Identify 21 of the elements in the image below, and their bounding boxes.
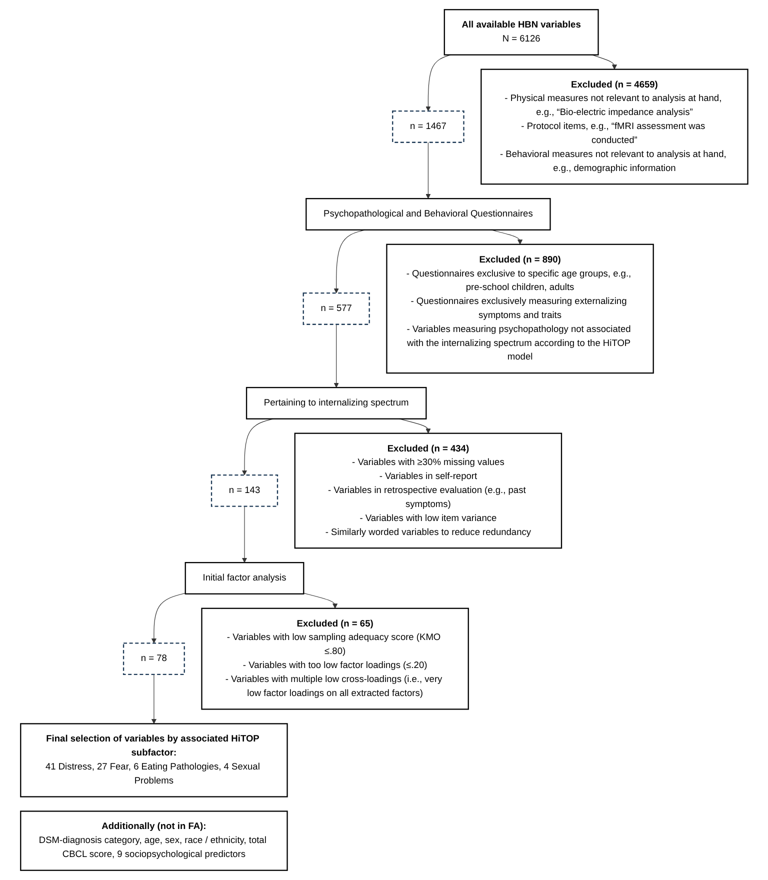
node-box: n = 1467 <box>392 110 464 143</box>
node-box: Excluded (n = 890) - Questionnaires exclusive to specific age groups, e.g., pre-school children, adults - Questionnaires exclusively measuring externalizing symptoms and traits - Variables measuring psychopathology not associated with the internalizing spectrum according to the HiTOP model <box>386 244 654 374</box>
node-box: Additionally (not in FA): DSM-diagnosis category, age, sex, race / ethnicity, total CBCL score, 9 sociopsychological predictors <box>20 810 288 871</box>
node-box: Excluded (n = 434) - Variables with ≥30% missing values - Variables in self-report - Variables in retrospective evaluation (e.g., past symptoms) - Variables with low item variance - Similarly worded variables to reduce redundancy <box>294 432 562 549</box>
node-box: Pertaining to internalizing spectrum <box>246 386 427 420</box>
node-box: Excluded (n = 65) - Variables with low sampling adequacy score (KMO ≤.80) - Variables with too low factor loadings (≤.20) - Variables with multiple low cross-loadings (i.e., very low factor loadings on all extracted factors) <box>200 608 469 710</box>
arrow <box>303 592 338 609</box>
arrow <box>334 324 339 388</box>
node-box: All available HBN variables N = 6126 <box>444 9 599 56</box>
arrow <box>425 54 451 112</box>
node-box: Final selection of variables by associated HiTOP subfactor: 41 Distress, 27 Fear, 6 Eating Pathologies, 4 Sexual Problems <box>20 723 288 798</box>
node-box: n = 143 <box>210 474 278 507</box>
arrow <box>151 674 156 724</box>
node-box: n = 577 <box>302 292 370 325</box>
arrow <box>425 142 431 199</box>
node-box: Excluded (n = 4659) - Physical measures not relevant to analysis at hand, e.g., “Bio-electric impedance analysis” - Protocol items, e.g., “fMRI assessment was conducted” - Behavioral measures not relevant to analysis at hand, e.g., demographic information <box>480 68 748 185</box>
node-box: n = 78 <box>122 642 185 676</box>
arrow <box>151 592 186 644</box>
node-box: Initial factor analysis <box>184 562 304 594</box>
arrow <box>242 506 247 563</box>
node-box: Psychopathological and Behavioral Questionnaires <box>305 198 551 230</box>
